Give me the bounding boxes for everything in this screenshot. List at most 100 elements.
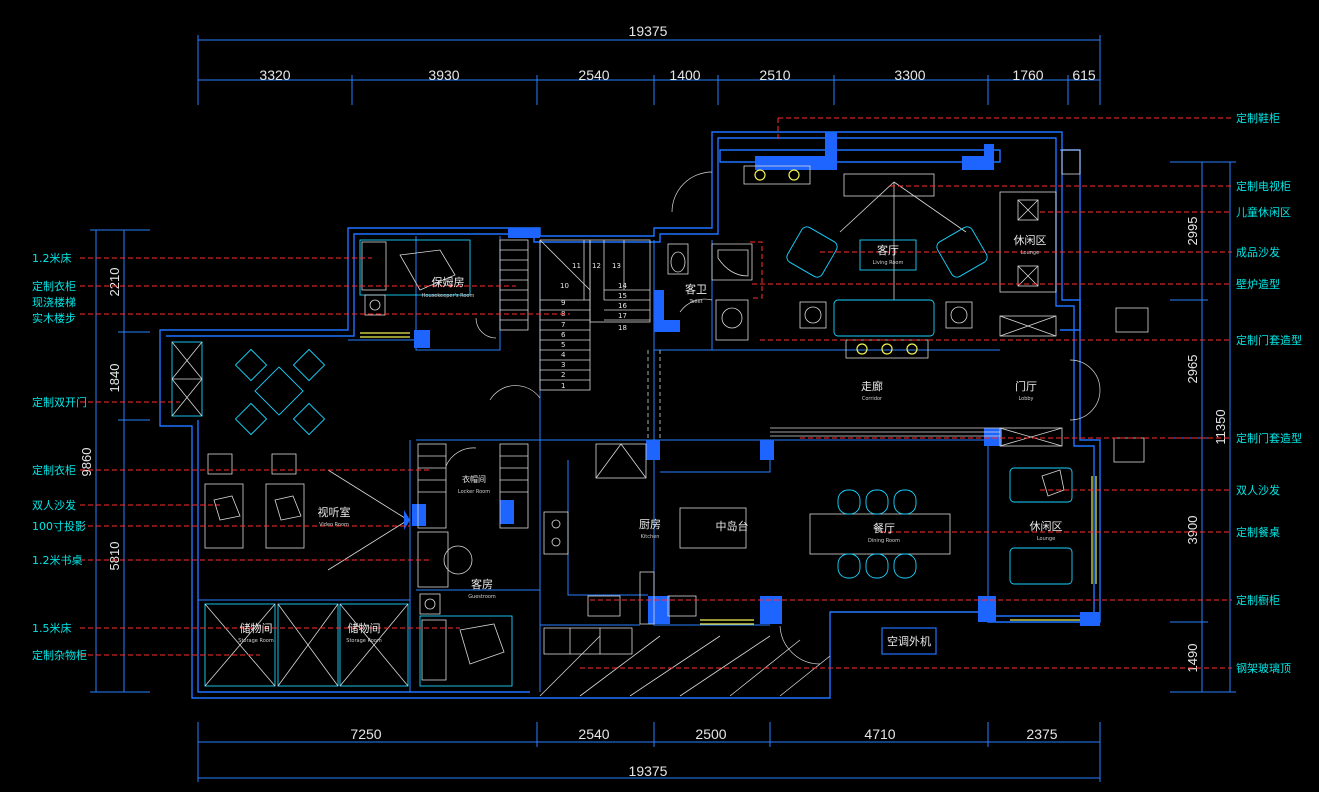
- dim-top-total: 19375: [629, 23, 668, 39]
- callout-right-10: 定制橱柜: [1236, 593, 1280, 607]
- dim-left-total: 9860: [79, 448, 94, 477]
- stair-step-2: 2: [561, 371, 565, 379]
- dim-bottom-seg-3: 2500: [695, 726, 726, 742]
- callout-right-9: 定制餐桌: [1236, 525, 1280, 539]
- dim-right-seg-1: 2995: [1185, 217, 1200, 246]
- room-storage-2-label: 储物间: [348, 621, 381, 635]
- dimension-lines-left: [90, 229, 150, 693]
- stair-step-5: 5: [561, 341, 565, 349]
- stair-step-15: 15: [618, 292, 627, 300]
- dim-top-seg-8: 615: [1072, 67, 1096, 83]
- door-swings: [445, 171, 1101, 665]
- room-storage-1-en: Storage Room: [238, 638, 274, 644]
- room-living-label: 客厅: [877, 243, 899, 257]
- corridor-markings: [647, 350, 1145, 463]
- callout-right-2: 定制电视柜: [1236, 179, 1291, 193]
- stair-step-13: 13: [612, 262, 621, 270]
- stair-step-9: 9: [561, 299, 565, 307]
- living-room-furniture: [743, 165, 988, 359]
- room-video-label: 视听室: [318, 505, 351, 519]
- stair-step-16: 16: [618, 302, 627, 310]
- callout-right-5: 壁炉造型: [1236, 277, 1280, 291]
- callout-left-5: 定制双开门: [32, 395, 87, 409]
- stair-step-3: 3: [561, 361, 565, 369]
- stair-step-12: 12: [592, 262, 601, 270]
- dim-right-seg-3: 3900: [1185, 516, 1200, 545]
- dim-bottom-seg-2: 2540: [578, 726, 609, 742]
- callout-right-7: 定制门套造型: [1236, 431, 1302, 445]
- room-nanny-en: Housekeeper's Room: [422, 293, 475, 299]
- room-video-en: Video Room: [319, 522, 349, 528]
- callout-left-2: 定制衣柜: [32, 279, 76, 293]
- callout-right-6: 定制门套造型: [1236, 333, 1302, 347]
- locker-room-furniture: [417, 443, 529, 529]
- dim-top-seg-2: 3930: [428, 67, 459, 83]
- stair-step-10: 10: [560, 282, 569, 290]
- stair-step-14: 14: [618, 282, 627, 290]
- kitchen-dining-furniture: [543, 443, 1080, 655]
- staircase: 1 2 3 4 5 6 7 8 9 10 11 12 13 14 15 16 1…: [539, 239, 651, 391]
- room-lounge-lower-en: Lounge: [1037, 536, 1055, 542]
- card-table-furniture: [171, 341, 326, 436]
- dim-left-seg-2: 1840: [107, 364, 122, 393]
- room-toilet-en: Toilet: [688, 299, 702, 305]
- room-lobby-label: 门厅: [1015, 379, 1037, 393]
- room-guest-label: 客房: [471, 577, 493, 591]
- room-living-en: Living Room: [873, 260, 904, 266]
- glass-roof-area: [539, 635, 831, 697]
- room-toilet-label: 客卫: [685, 282, 707, 296]
- stair-step-1: 1: [561, 382, 565, 390]
- dimension-lines-right: [1170, 161, 1236, 693]
- stair-step-18: 18: [618, 324, 627, 332]
- dim-top-seg-5: 2510: [759, 67, 790, 83]
- room-lounge-upper-en: Lounge: [1021, 250, 1039, 256]
- dim-right-total: 11350: [1213, 409, 1228, 444]
- storage-room-furniture: [204, 603, 409, 687]
- callout-left-4: 实木楼步: [32, 311, 76, 325]
- dim-right-seg-4: 1490: [1185, 644, 1200, 673]
- room-nanny-label: 保姆房: [432, 275, 465, 289]
- dim-top-seg-3: 2540: [578, 67, 609, 83]
- stair-step-6: 6: [561, 331, 566, 339]
- dim-bottom-seg-5: 2375: [1026, 726, 1057, 742]
- room-lounge-upper-label: 休闲区: [1014, 233, 1047, 247]
- room-kitchen-en: Kitchen: [641, 534, 660, 540]
- room-kitchen-label: 厨房: [639, 518, 661, 531]
- stair-step-17: 17: [618, 312, 627, 320]
- dim-top-seg-4: 1400: [669, 67, 700, 83]
- room-lounge-lower-label: 休闲区: [1030, 519, 1063, 533]
- dim-left-seg-1: 2210: [107, 268, 122, 297]
- room-locker-label: 衣帽间: [462, 474, 486, 484]
- dim-bottom-seg-1: 7250: [350, 726, 381, 742]
- callout-right-3: 儿童休闲区: [1236, 205, 1291, 219]
- callout-left-9: 1.2米书桌: [32, 554, 83, 567]
- callout-right-8: 双人沙发: [1236, 483, 1280, 497]
- dim-top-seg-7: 1760: [1012, 67, 1043, 83]
- callout-right-11: 钢架玻璃顶: [1236, 661, 1291, 675]
- dimension-lines-top: [197, 35, 1101, 105]
- callout-left-6: 定制衣柜: [32, 463, 76, 477]
- nanny-room-furniture: [359, 239, 529, 338]
- callout-left-7: 双人沙发: [32, 498, 76, 512]
- dim-bottom-total: 19375: [629, 763, 668, 779]
- room-dining-label: 餐厅: [873, 521, 895, 535]
- callout-left-11: 定制杂物柜: [32, 648, 87, 662]
- stair-step-4: 4: [561, 351, 566, 359]
- dim-right-seg-2: 2965: [1185, 355, 1200, 384]
- guestroom-furniture: [417, 531, 513, 687]
- room-corridor-label: 走廊: [861, 379, 883, 393]
- stair-step-11: 11: [572, 262, 581, 270]
- callout-left-10: 1.5米床: [32, 621, 72, 635]
- toilet-furniture: [667, 241, 763, 341]
- room-locker-en: Locker Room: [458, 489, 490, 495]
- callout-left-1: 1.2米床: [32, 251, 72, 265]
- callout-leaders-right: [580, 117, 1232, 669]
- callout-left-8: 100寸投影: [32, 519, 86, 533]
- room-labels: 保姆房 Housekeeper's Room 客卫 Toilet 客厅 Livi…: [238, 233, 1062, 648]
- callout-right-4: 成品沙发: [1236, 245, 1280, 259]
- callout-right-1: 定制鞋柜: [1236, 111, 1280, 125]
- dim-bottom-seg-4: 4710: [864, 726, 895, 742]
- stair-step-7: 7: [561, 321, 565, 329]
- room-storage-1-label: 储物间: [240, 621, 273, 635]
